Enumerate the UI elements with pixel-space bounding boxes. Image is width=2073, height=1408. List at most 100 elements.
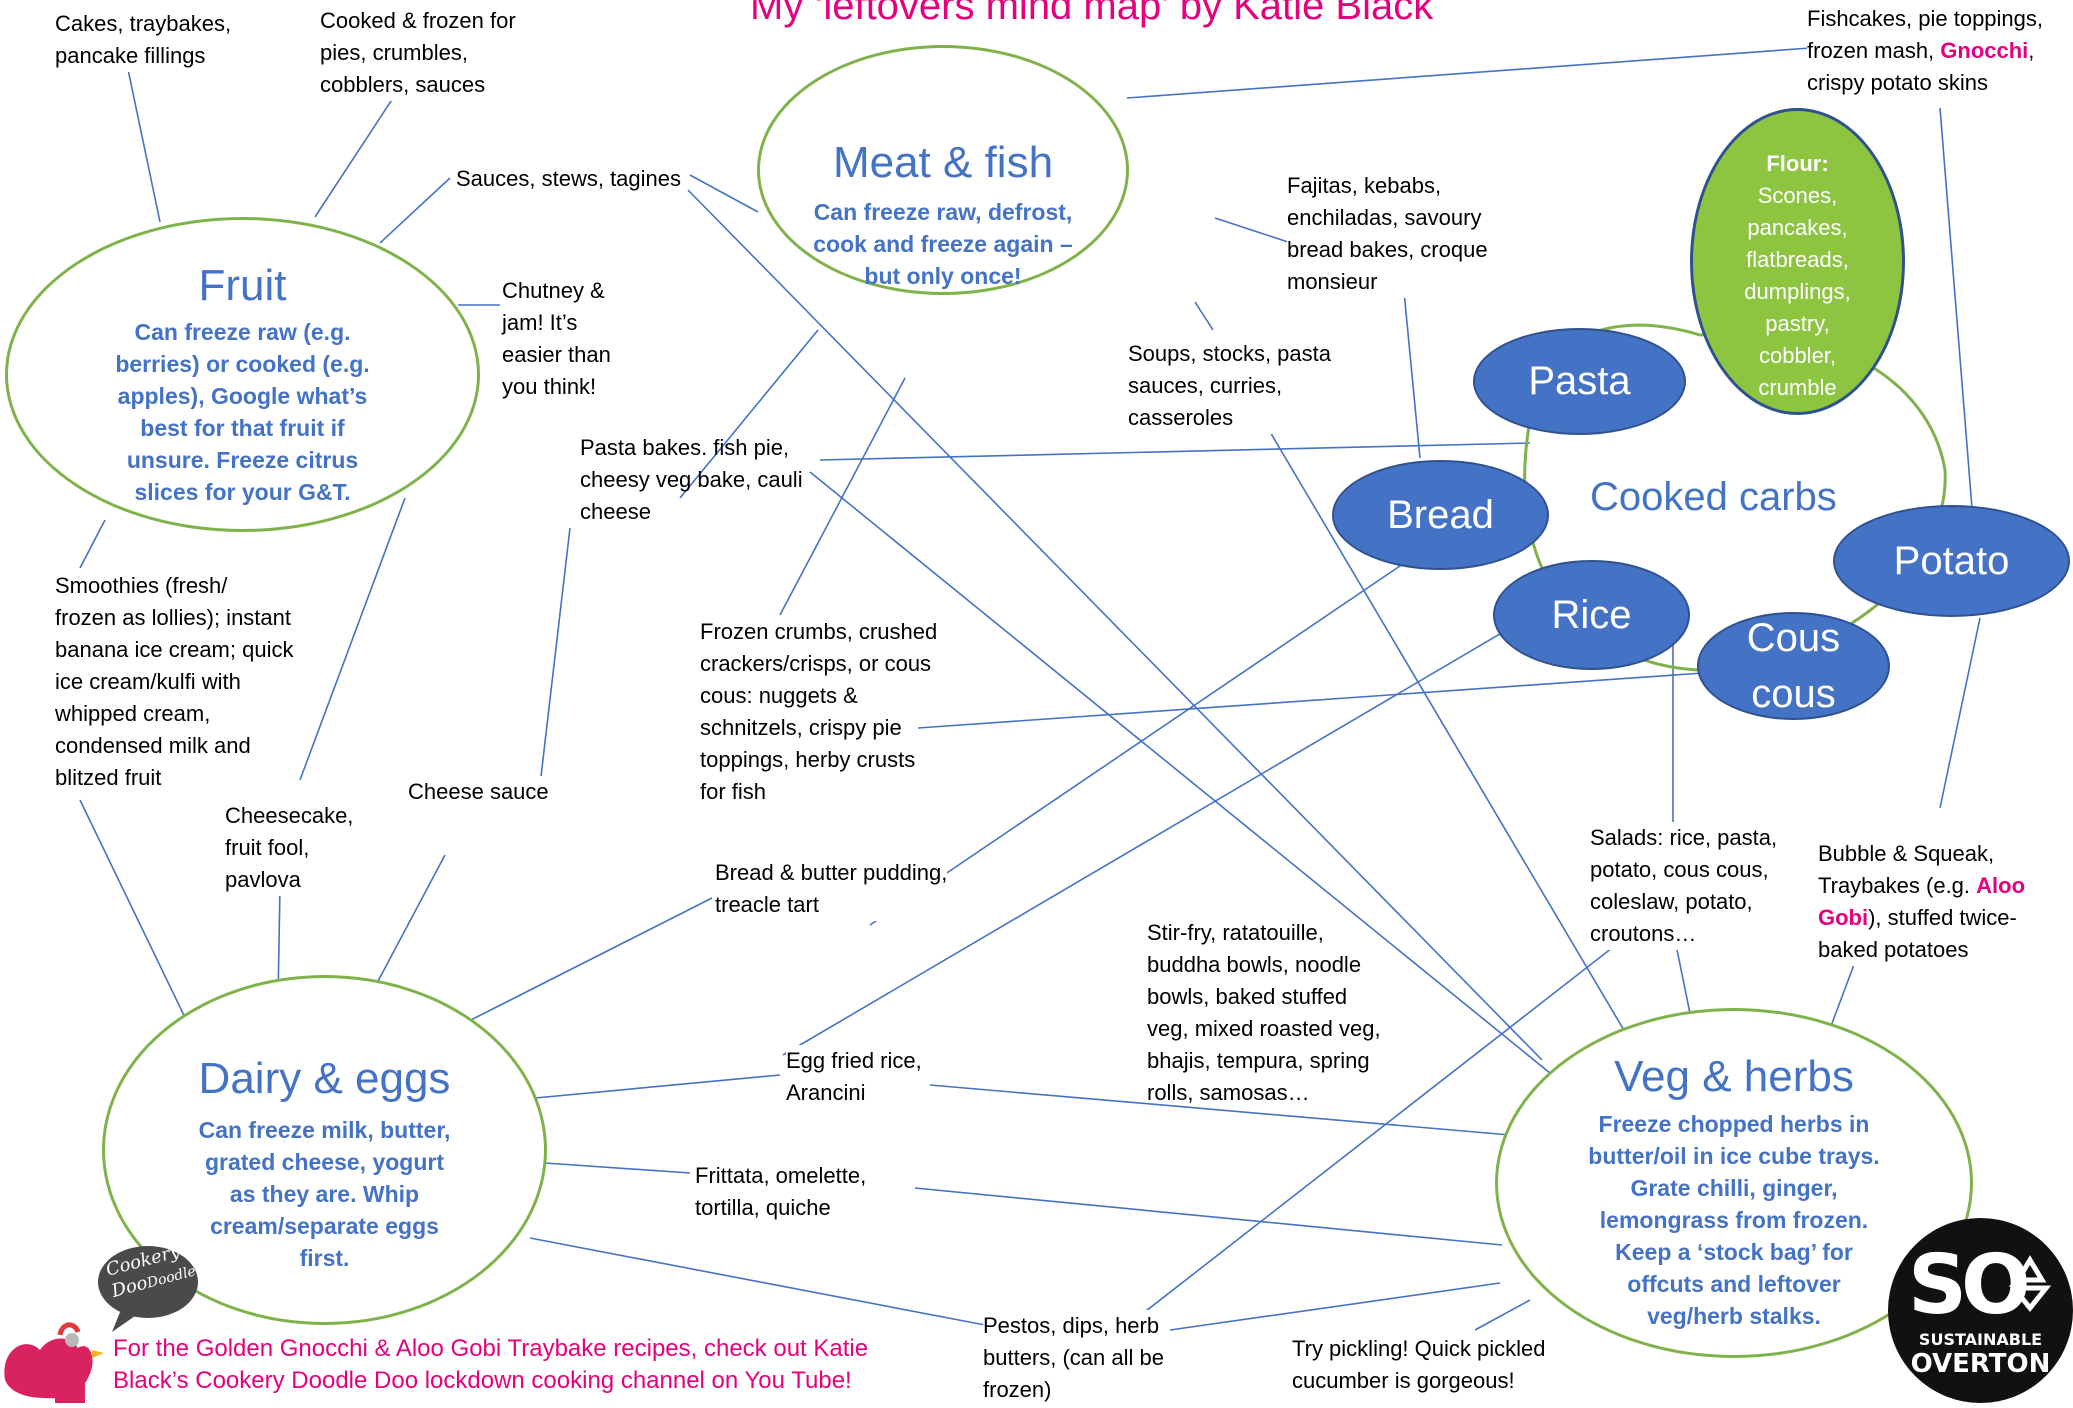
so-text: SUSTAINABLE OVERTON (1888, 1330, 2073, 1379)
connector (679, 329, 819, 499)
note-line: Egg fried rice, (786, 1048, 922, 1073)
note-line: Salads: rice, pasta, (1590, 825, 1778, 850)
note-line: jam! It’s (502, 310, 578, 335)
connector (929, 1084, 1511, 1136)
note-frittata: Frittata, omelette, tortilla, quiche (695, 1160, 867, 1224)
connector (779, 377, 906, 616)
potato-node: Potato (1833, 505, 2070, 617)
connector (687, 189, 1543, 1061)
note-line: Sauces, stews, tagines (456, 166, 682, 191)
note-line: Pestos, dips, herb (983, 1313, 1160, 1338)
note-fishcakes: Fishcakes, pie toppings, frozen mash, Gn… (1807, 3, 2044, 99)
connector (1249, 397, 1629, 1038)
note-line: cous: nuggets & (700, 683, 858, 708)
flour-item: cobbler, (1758, 343, 1837, 368)
note-soups: Soups, stocks, pasta sauces, curries, ca… (1128, 338, 1331, 434)
note-line: croutons… (1590, 921, 1697, 946)
connector (529, 1237, 986, 1326)
veg-herbs-title: Veg & herbs (1614, 1052, 1854, 1101)
note-line: buddha bowls, noodle (1147, 952, 1362, 977)
connector (79, 799, 193, 1033)
connector (1126, 47, 1811, 99)
desc-line: first. (299, 1245, 350, 1271)
note-cooked-frozen: Cooked & frozen for pies, crumbles, cobb… (320, 5, 516, 101)
note-cakes: Cakes, traybakes, pancake fillings (55, 8, 232, 72)
note-text: , (2028, 38, 2035, 63)
note-line: you think! (502, 374, 597, 399)
connector (1169, 1282, 1501, 1331)
connector (534, 1074, 781, 1099)
note-line: frozen mash, Gnocchi, (1807, 35, 2043, 67)
note-line: pavlova (225, 867, 301, 892)
connector (869, 504, 1491, 926)
note-fajitas: Fajitas, kebabs, enchiladas, savoury bre… (1287, 170, 1488, 298)
connector (819, 442, 1531, 461)
connector (917, 672, 1704, 729)
veg-herbs-desc: Freeze chopped herbs in butter/oil in ic… (1495, 1108, 1973, 1332)
bread-label: Bread (1387, 492, 1494, 537)
connector (809, 471, 1578, 1096)
note-line: pancake fillings (55, 43, 206, 68)
cous-label: Cous (1746, 616, 1841, 660)
note-egg-fried: Egg fried rice, Arancini (786, 1045, 922, 1109)
connector (314, 94, 396, 218)
note-line: banana ice cream; quick (55, 637, 294, 662)
aloo-highlight: Aloo (1976, 873, 2026, 898)
note-line: potato, cous cous, (1590, 857, 1769, 882)
note-line: Chutney & (502, 278, 605, 303)
note-line: whipped cream, (55, 701, 211, 726)
note-line: fruit fool, (225, 835, 310, 860)
note-line: Bread & butter pudding, (715, 860, 948, 885)
note-pickling: Try pickling! Quick pickled cucumber is … (1292, 1333, 1546, 1397)
note-line: Frozen crumbs, crushed (700, 619, 938, 644)
desc-line: offcuts and leftover (1627, 1271, 1841, 1297)
pasta-node: Pasta (1473, 328, 1686, 435)
note-line: sauces, curries, (1128, 373, 1283, 398)
note-salads: Salads: rice, pasta, potato, cous cous, … (1590, 822, 1778, 950)
gnocchi-highlight: Gnocchi (1940, 38, 2029, 63)
note-line: enchiladas, savoury (1287, 205, 1482, 230)
meat-fish-ellipse (757, 45, 1129, 295)
desc-line: Grate chilli, ginger, (1630, 1175, 1838, 1201)
rooster-icon (4, 1246, 198, 1403)
note-line: cobblers, sauces (320, 72, 486, 97)
desc-line: berries) or cooked (e.g. (115, 351, 370, 377)
note-line: coleslaw, potato, (1590, 889, 1753, 914)
cooked-carbs-label: Cooked carbs (1590, 475, 1837, 519)
note-line: frozen as lollies); instant (55, 605, 291, 630)
note-line: Pasta bakes. fish pie, (580, 435, 790, 460)
note-line: Stir-fry, ratatouille, (1147, 920, 1324, 945)
meat-fish-title: Meat & fish (832, 138, 1054, 187)
connector (79, 519, 106, 569)
note-line: Smoothies (fresh/ (55, 573, 228, 598)
cous-label: cous (1751, 672, 1836, 716)
note-cheese-sauce: Cheese sauce (408, 776, 549, 808)
note-line: Cooked & frozen for (320, 8, 516, 33)
note-line: blitzed fruit (55, 765, 162, 790)
connector (379, 177, 451, 244)
potato-label: Potato (1893, 538, 2010, 583)
desc-line: cream/separate eggs (210, 1213, 439, 1239)
flour-item: dumplings, (1744, 279, 1851, 304)
recycle-icon (2008, 1255, 2052, 1312)
note-text: frozen mash, (1807, 38, 1941, 63)
dairy-eggs-desc: Can freeze milk, butter, grated cheese, … (102, 1114, 547, 1274)
note-line: baked potatoes (1818, 937, 1969, 962)
note-line: frozen) (983, 1377, 1052, 1402)
cookery-doodle-logo: Cookery DooDoodle (0, 1240, 210, 1403)
note-smoothies: Smoothies (fresh/ frozen as lollies); in… (55, 570, 294, 794)
note-line: bowls, baked stuffed (1147, 984, 1348, 1009)
note-line: rolls, samosas… (1147, 1080, 1310, 1105)
note-text: Traybakes (e.g. (1818, 873, 1977, 898)
flour-ellipse (1690, 108, 1905, 415)
desc-line: best for that fruit if (140, 415, 345, 441)
note-line: bread bakes, croque (1287, 237, 1488, 262)
dairy-eggs-title: Dairy & eggs (198, 1054, 451, 1103)
note-line: for fish (700, 779, 767, 804)
sustainable-overton-logo: SO SUSTAINABLE OVERTON (1888, 1218, 2073, 1403)
footer-text: For the Golden Gnocchi & Aloo Gobi Trayb… (113, 1333, 868, 1397)
flour-item: pancakes, (1747, 215, 1848, 240)
footer-line: For the Golden Gnocchi & Aloo Gobi Trayb… (113, 1335, 869, 1362)
note-line: Cheesecake, (225, 803, 354, 828)
note-line: monsieur (1287, 269, 1378, 294)
